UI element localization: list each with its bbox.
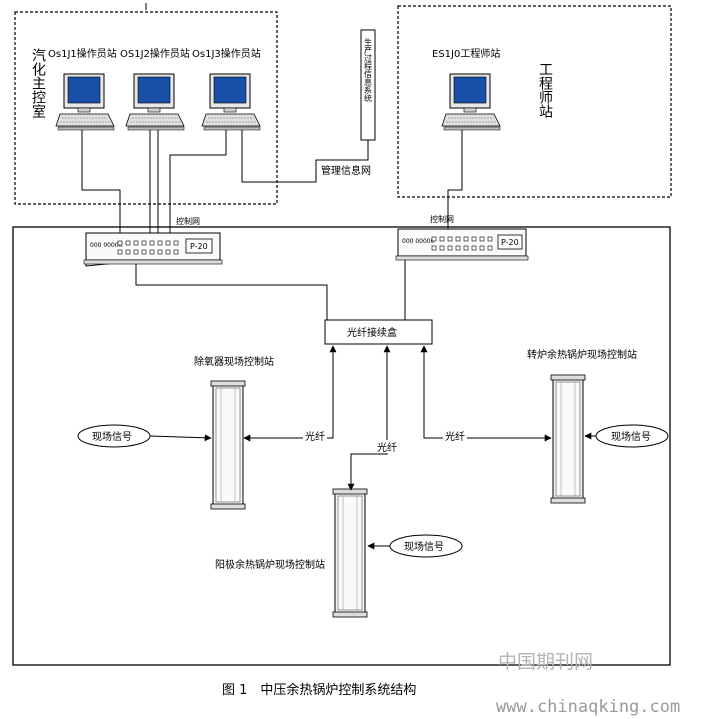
engineer-room-box [397, 5, 672, 198]
main-control-room-label: 汽化主控室 [30, 48, 46, 118]
control-network-left-label: 控制网 [176, 216, 200, 226]
fiber-link-deaerator [243, 345, 337, 442]
fiber-label-center: 光纤 [377, 441, 397, 454]
control-network-right-label: 控制网 [430, 214, 454, 224]
computer-os1-icon [55, 73, 115, 131]
management-network-label: 管理信息网 [321, 164, 371, 177]
link-os1-switch [81, 130, 121, 236]
station-os1-label: Os1J1操作员站 [48, 47, 117, 60]
station-os3-label: Os1J3操作员站 [192, 47, 261, 60]
link-os3-management [241, 130, 369, 183]
station-es-label: ES1J0工程师站 [432, 47, 500, 60]
fiber-label-right: 光纤 [445, 430, 465, 443]
converter-station-label: 转炉余热锅炉现场控制站 [527, 348, 637, 361]
field-signal-right-label: 现场信号 [611, 430, 651, 443]
link-os3-switch [169, 130, 227, 236]
converter-cabinet [550, 374, 586, 504]
svg-text:000 00000: 000 00000 [402, 238, 435, 245]
switch-right: 000 00000 P-20 [395, 228, 529, 261]
fiber-splice-box-label: 光纤接续盒 [347, 326, 397, 339]
fiber-link-converter [420, 345, 552, 442]
link-es-switch [447, 130, 463, 231]
anode-cabinet [332, 488, 368, 618]
deaerator-cabinet [210, 380, 246, 510]
engineer-room-label: 工程师站 [537, 62, 553, 118]
switch-left: 000 00000 P-20 [83, 232, 223, 267]
computer-es-icon [441, 73, 501, 131]
deaerator-station-label: 除氧器现场控制站 [194, 355, 274, 368]
switch-right-port-label: P-20 [501, 238, 519, 247]
station-os2-label: OS1J2操作员站 [120, 47, 190, 60]
fiber-splice-box [324, 319, 433, 345]
computer-os3-icon [201, 73, 261, 131]
field-signal-bottom-label: 现场信号 [404, 540, 444, 553]
signal-link-left [149, 434, 212, 442]
figure-caption: 图 1 中压余热锅炉控制系统结构 [222, 682, 416, 698]
anode-station-label: 阳极余热锅炉现场控制站 [215, 558, 325, 571]
fiber-link-anode [347, 345, 391, 491]
watermark-cn: 中国期刊网 [498, 651, 593, 673]
main-control-room-box [14, 11, 278, 205]
production-system-label: 生产过程信息系统 [364, 37, 373, 103]
field-signal-left-label: 现场信号 [92, 430, 132, 443]
control-area-box [12, 226, 671, 666]
svg-text:000 00000: 000 00000 [90, 242, 123, 249]
link-switch-left-fiberbox [135, 264, 328, 320]
switch-left-port-label: P-20 [190, 242, 208, 251]
watermark-url: www.chinaqking.com [496, 697, 680, 717]
computer-os2-icon [125, 73, 185, 131]
fiber-label-left: 光纤 [305, 430, 325, 443]
